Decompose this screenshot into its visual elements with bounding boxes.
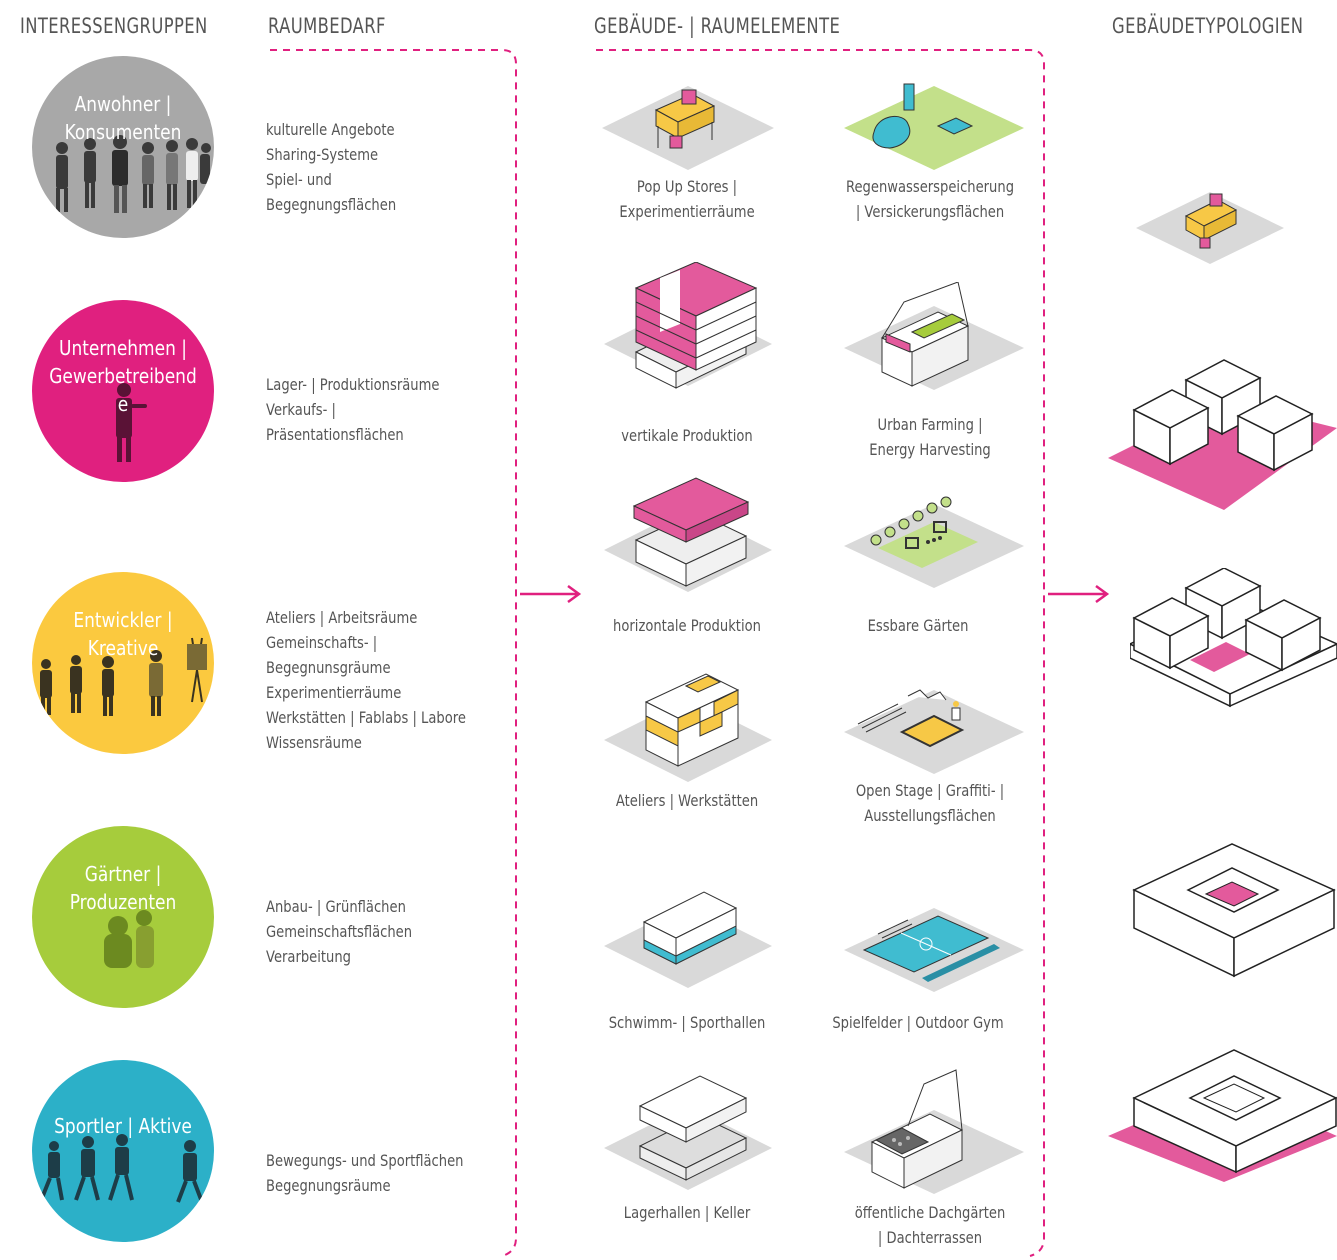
- caption-line: horizontale Produktion: [613, 616, 761, 635]
- caption-horizontale-produktion: horizontale Produktion: [577, 613, 797, 638]
- caption-vertikale-produktion: vertikale Produktion: [577, 423, 797, 448]
- illustration-horizontale-produktion: [604, 477, 772, 592]
- caption-regenwasser: Regenwasserspeicherung | Versickerungsfl…: [820, 174, 1040, 224]
- need-item: Ateliers | Arbeitsräume: [266, 608, 418, 627]
- typology-courtyard-on-plinth: [1108, 1049, 1337, 1182]
- caption-line: Pop Up Stores |: [636, 177, 738, 196]
- group-circle-creatives: Entwickler | Kreative: [32, 572, 214, 754]
- caption-line: Ateliers | Werkstätten: [615, 791, 759, 810]
- illustration-dachgaerten: [844, 1069, 1024, 1194]
- people-silhouettes: [56, 135, 211, 213]
- group-label-line1: Entwickler |: [73, 608, 173, 632]
- typology-courtyard-block: [1132, 843, 1336, 978]
- illustration-pop-up-stores: [602, 86, 774, 170]
- caption-essbare-gaerten: Essbare Gärten: [808, 613, 1028, 638]
- caption-open-stage: Open Stage | Graffiti- | Ausstellungsflä…: [820, 778, 1040, 828]
- need-item: Verkaufs- |: [266, 400, 336, 419]
- need-item: Präsentationsflächen: [266, 425, 404, 444]
- caption-spielfelder: Spielfelder | Outdoor Gym: [808, 1010, 1028, 1035]
- header-stakeholders: INTERESSENGRUPPEN: [20, 14, 208, 38]
- need-item: Sharing-Systeme: [266, 145, 379, 164]
- need-item: Bewegungs- und Sportflächen: [266, 1151, 464, 1170]
- caption-line: | Dachterrassen: [877, 1228, 983, 1247]
- caption-line: vertikale Produktion: [621, 426, 753, 445]
- arrow-to-typologies: [1048, 584, 1110, 604]
- illustration-schwimmhallen: [604, 891, 772, 988]
- need-item: Werkstätten | Fablabs | Labore: [266, 708, 466, 727]
- illustration-open-stage: [844, 689, 1024, 774]
- runners-silhouettes: [40, 1134, 204, 1203]
- arrow-to-elements: [520, 584, 582, 604]
- caption-line: öffentliche Dachgärten: [854, 1203, 1006, 1222]
- group-circle-gardeners: Gärtner | Produzenten: [32, 826, 214, 1008]
- illustration-regenwasser: [844, 83, 1024, 170]
- caption-dachgaerten: öffentliche Dachgärten | Dachterrassen: [820, 1200, 1040, 1250]
- header-space-needs: RAUMBEDARF: [268, 14, 386, 38]
- need-item: kulturelle Angebote: [266, 120, 395, 139]
- need-item: Verarbeitung: [266, 947, 352, 966]
- need-item: Gemeinschaftsflächen: [266, 922, 413, 941]
- group-label-line2: Konsumenten: [64, 120, 182, 144]
- caption-lagerhallen: Lagerhallen | Keller: [577, 1200, 797, 1225]
- caption-ateliers: Ateliers | Werkstätten: [577, 788, 797, 813]
- need-item: Experimentierräume: [266, 683, 402, 702]
- caption-line: Urban Farming |: [877, 415, 983, 434]
- caption-schwimmhallen: Schwimm- | Sporthallen: [577, 1010, 797, 1035]
- need-item: Begegnungsräume: [266, 1176, 391, 1195]
- needs-gardeners: Anbau- | Grünflächen Gemeinschaftsfläche…: [266, 894, 412, 969]
- illustration-vertikale-produktion: [604, 262, 772, 389]
- musicians-silhouettes: [40, 637, 207, 716]
- group-label-line1: Anwohner |: [74, 92, 172, 116]
- bracket-elements: [596, 49, 1045, 1257]
- header-typologies: GEBÄUDETYPOLOGIEN: [1112, 14, 1304, 38]
- needs-creatives: Ateliers | Arbeitsräume Gemeinschafts- |…: [266, 605, 466, 755]
- illustration-lagerhallen: [604, 1075, 772, 1190]
- typology-three-blocks-courtyard: [1130, 568, 1337, 708]
- needs-companies: Lager- | Produktionsräume Verkaufs- | Pr…: [266, 372, 439, 447]
- gardeners-silhouettes: [104, 910, 154, 968]
- typology-small-pavilion: [1136, 192, 1284, 264]
- caption-line: Lagerhallen | Keller: [623, 1203, 751, 1222]
- group-circle-residents: Anwohner | Konsumenten: [32, 56, 214, 238]
- caption-line: | Versickerungsflächen: [855, 202, 1005, 221]
- illustration-urban-farming: [844, 282, 1024, 390]
- group-label-line2: Kreative: [87, 636, 159, 660]
- caption-line: Essbare Gärten: [867, 616, 969, 635]
- caption-line: Experimentierräume: [619, 202, 755, 221]
- caption-line: Ausstellungsflächen: [864, 806, 996, 825]
- caption-line: Regenwasserspeicherung: [845, 177, 1015, 196]
- group-label-line1: Gärtner |: [84, 862, 162, 886]
- needs-residents: kulturelle Angebote Sharing-Systeme Spie…: [266, 117, 396, 217]
- caption-line: Spielfelder | Outdoor Gym: [832, 1013, 1004, 1032]
- group-label-line2: Gewerbetreibend: [49, 364, 197, 388]
- need-item: Wissensräume: [266, 733, 362, 752]
- illustration-ateliers: [604, 673, 772, 782]
- businessman-silhouette: [116, 383, 147, 462]
- need-item: Spiel- und: [266, 170, 332, 189]
- illustration-spielfelder: [844, 908, 1024, 992]
- group-label-line3: e: [117, 392, 129, 416]
- need-item: Begegnungsflächen: [266, 195, 397, 214]
- needs-athletes: Bewegungs- und Sportflächen Begegnungsrä…: [266, 1148, 463, 1198]
- group-label-line2: Produzenten: [69, 890, 177, 914]
- caption-urban-farming: Urban Farming | Energy Harvesting: [820, 412, 1040, 462]
- need-item: Gemeinschafts- |: [266, 633, 378, 652]
- need-item: Anbau- | Grünflächen: [266, 897, 406, 916]
- caption-line: Open Stage | Graffiti- |: [855, 781, 1005, 800]
- typology-three-blocks-on-plinth: [1108, 359, 1337, 510]
- group-circle-companies: Unternehmen | Gewerbetreibend e: [32, 300, 214, 482]
- header-elements: GEBÄUDE- | RAUMELEMENTE: [594, 14, 841, 38]
- need-item: Lager- | Produktionsräume: [266, 375, 440, 394]
- caption-line: Energy Harvesting: [869, 440, 991, 459]
- group-label-line1: Unternehmen |: [59, 336, 187, 360]
- need-item: Begegnunsgräume: [266, 658, 391, 677]
- illustration-essbare-gaerten: [844, 496, 1024, 588]
- caption-line: Schwimm- | Sporthallen: [608, 1013, 766, 1032]
- bracket-space-needs: [270, 49, 517, 1257]
- caption-pop-up-stores: Pop Up Stores | Experimentierräume: [577, 174, 797, 224]
- group-circle-athletes: Sportler | Aktive: [32, 1060, 214, 1242]
- group-label-line1: Sportler | Aktive: [54, 1114, 192, 1138]
